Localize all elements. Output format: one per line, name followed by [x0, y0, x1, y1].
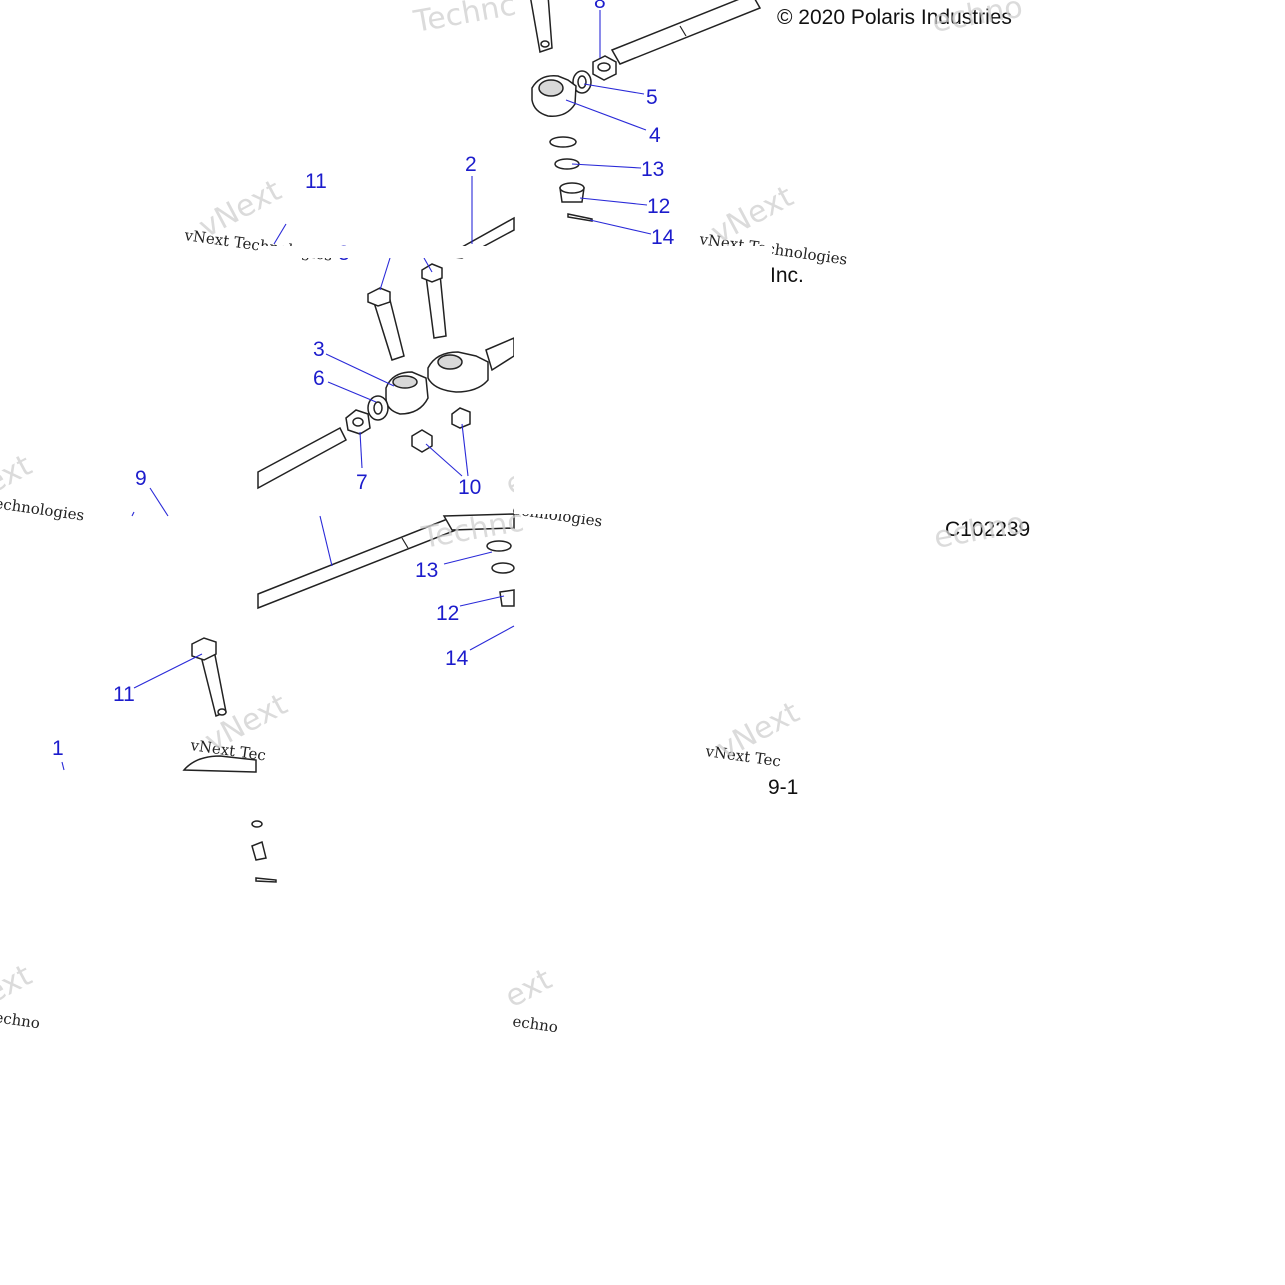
tie-rod-middle-lower	[257, 426, 347, 490]
callout-13-lower: 13	[415, 559, 438, 582]
drawing-code: C102239	[945, 518, 1030, 541]
lower-tie-rod-assembly	[257, 513, 515, 610]
callout-5: 5	[646, 86, 658, 109]
tie-rod-upper	[610, 0, 762, 65]
callout-10: 10	[458, 476, 481, 499]
callout-8-top: 8	[594, 0, 606, 13]
washer-upper-a	[549, 136, 577, 148]
callout-11-lower: 11	[113, 683, 135, 706]
washer-lower-a	[486, 540, 512, 552]
callout-12-lower: 12	[436, 602, 459, 625]
bushing-lower	[499, 589, 515, 607]
callout-1: 1	[52, 737, 64, 760]
rod-end-left	[182, 755, 257, 773]
left-leaders	[61, 487, 203, 771]
callout-6: 6	[313, 367, 325, 390]
callout-labels: 8 5 4 13 12 14 2 11 8 3 6 7 10 9 13 12 1…	[52, 0, 675, 760]
lock-nut-a	[411, 429, 433, 453]
left-bolt-assembly	[182, 637, 277, 883]
callout-2: 2	[465, 153, 477, 176]
inc-fragment: Inc.	[770, 264, 804, 287]
washer-lower-b	[491, 562, 515, 574]
callout-14-lower: 14	[445, 647, 469, 670]
callout-7: 7	[356, 471, 368, 494]
middle-tie-rod-assembly	[257, 216, 515, 490]
lower-leaders	[319, 515, 515, 651]
middle-leaders	[273, 176, 473, 477]
lock-nut-b	[451, 407, 471, 429]
bolt-upper	[530, 0, 553, 53]
upper-tie-rod-assembly	[530, 0, 762, 222]
callout-4: 4	[649, 124, 661, 147]
callout-9: 9	[135, 467, 147, 490]
drawing-notes: © 2020 Polaris Industries Inc. C102239 9…	[768, 6, 1030, 799]
copyright-text: © 2020 Polaris Industries	[777, 6, 1012, 29]
callout-13-top: 13	[641, 158, 664, 181]
callout-3: 3	[313, 338, 325, 361]
callout-12-top: 12	[647, 195, 670, 218]
page-fragment: 9-1	[768, 776, 798, 799]
callout-14-top: 14	[651, 226, 675, 249]
upper-leaders	[565, 10, 652, 235]
callout-11-top: 11	[305, 170, 327, 193]
